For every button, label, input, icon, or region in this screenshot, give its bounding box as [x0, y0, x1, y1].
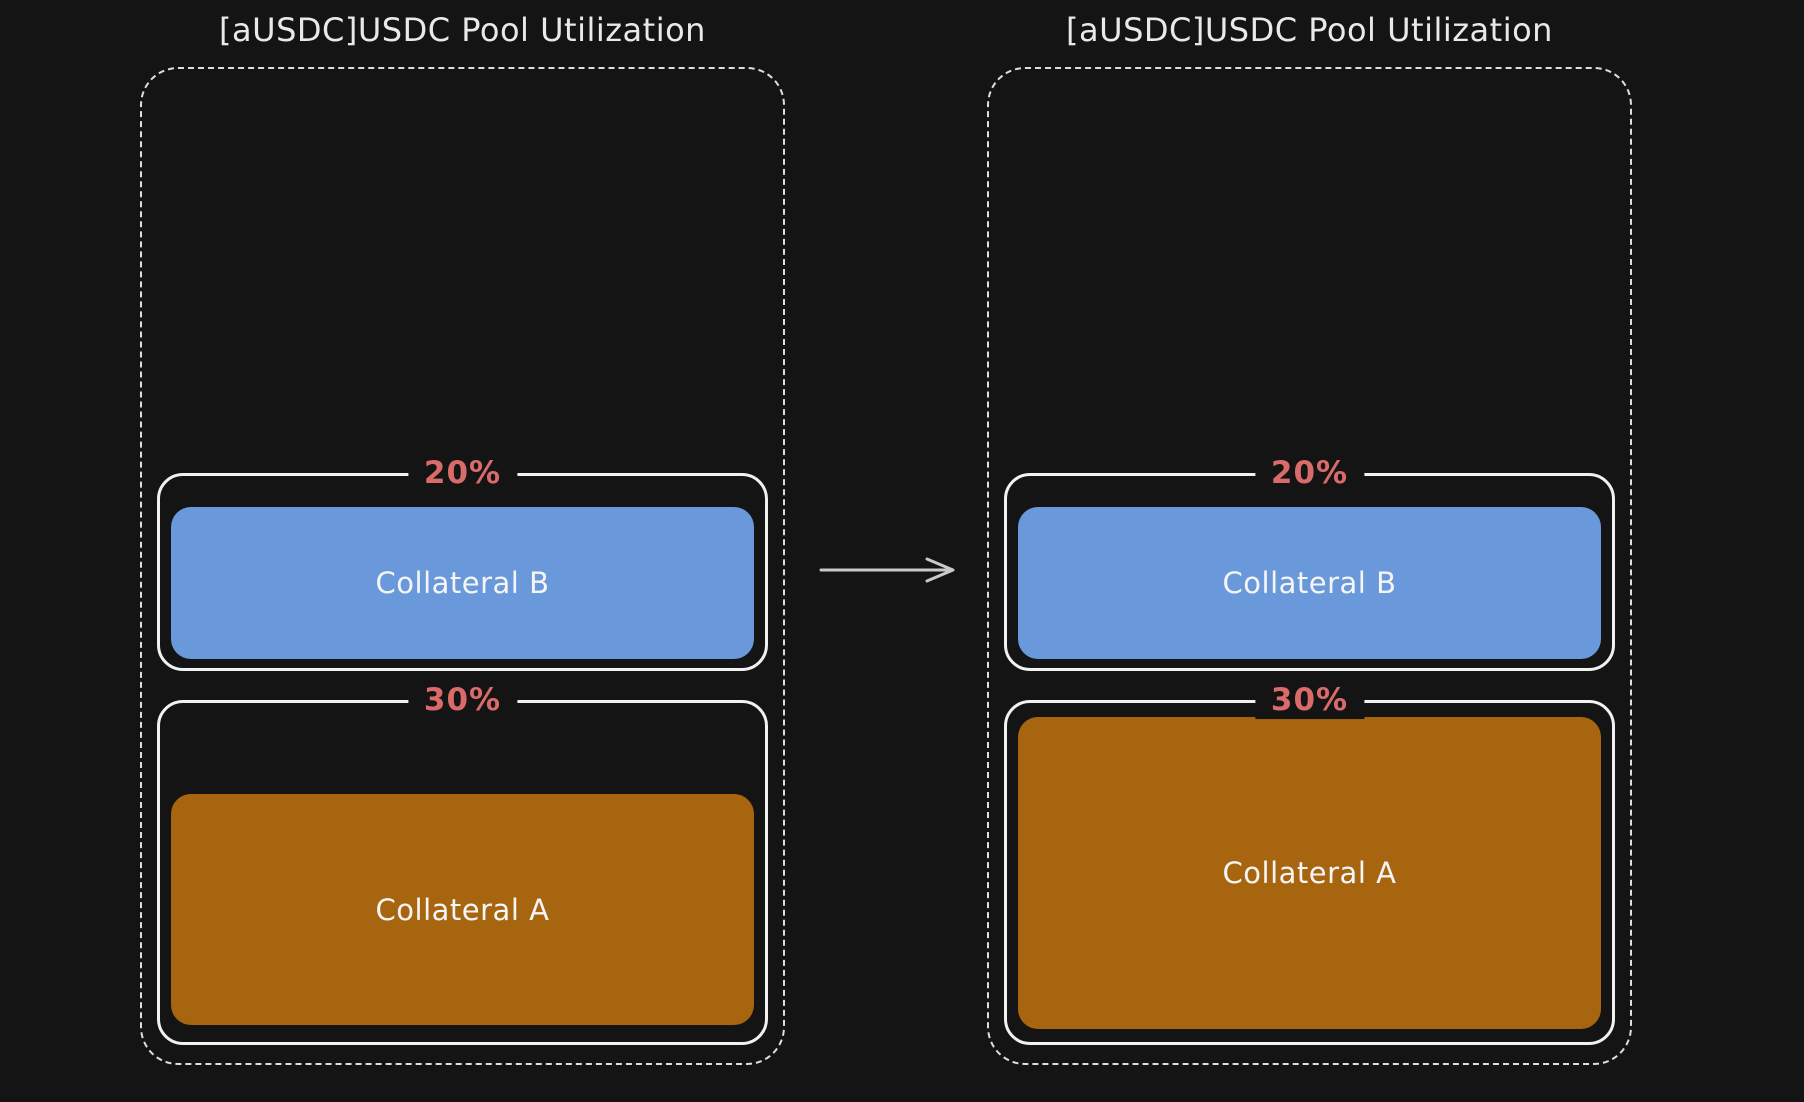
utilization-percent-label: 30%: [1254, 682, 1365, 719]
pool-panel-before: [aUSDC]USDC Pool Utilization 20% Collate…: [140, 11, 785, 1065]
collateral-a-box: Collateral A: [171, 794, 754, 1025]
collateral-a-section: 30% Collateral A: [1004, 682, 1615, 1045]
collateral-b-label: Collateral B: [375, 566, 550, 600]
transition-arrow-icon: [819, 557, 955, 583]
pool-panel-after: [aUSDC]USDC Pool Utilization 20% Collate…: [987, 11, 1632, 1065]
collateral-a-box: Collateral A: [1018, 717, 1601, 1029]
collateral-a-label: Collateral A: [375, 892, 550, 927]
panel-title: [aUSDC]USDC Pool Utilization: [1066, 11, 1553, 49]
utilization-percent-label: 20%: [407, 455, 518, 492]
panel-title: [aUSDC]USDC Pool Utilization: [219, 11, 706, 49]
collateral-b-label: Collateral B: [1222, 566, 1397, 600]
utilization-percent-label: 30%: [407, 682, 518, 719]
collateral-b-box: Collateral B: [1018, 507, 1601, 659]
collateral-b-box: Collateral B: [171, 507, 754, 659]
collateral-b-section: 20% Collateral B: [157, 455, 768, 671]
collateral-b-section: 20% Collateral B: [1004, 455, 1615, 671]
utilization-percent-label: 20%: [1254, 455, 1365, 492]
collateral-a-label: Collateral A: [1222, 856, 1397, 890]
collateral-a-section: 30% Collateral A: [157, 682, 768, 1045]
